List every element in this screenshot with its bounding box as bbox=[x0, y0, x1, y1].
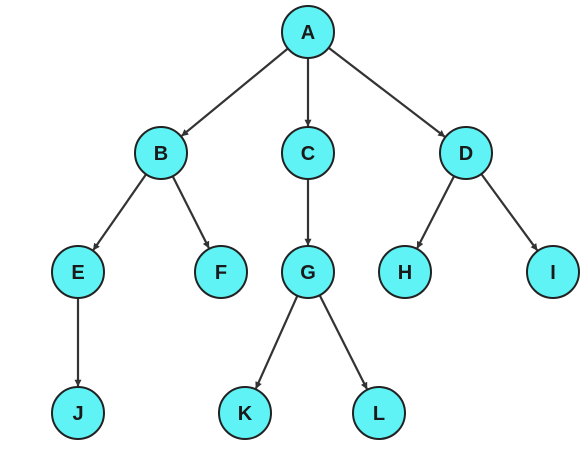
edge-d-h bbox=[416, 175, 456, 249]
node-b-label: B bbox=[154, 143, 168, 165]
node-e: E bbox=[51, 245, 105, 299]
node-h: H bbox=[378, 245, 432, 299]
node-g-circle bbox=[281, 245, 335, 299]
node-j-label: J bbox=[72, 403, 83, 425]
node-d-label: D bbox=[459, 143, 473, 165]
node-d: D bbox=[439, 126, 493, 180]
node-e-label: E bbox=[71, 262, 84, 284]
node-c-circle bbox=[281, 126, 335, 180]
node-g-label: G bbox=[300, 262, 316, 284]
node-k: K bbox=[218, 386, 272, 440]
node-k-label: K bbox=[238, 403, 253, 425]
node-h-circle bbox=[378, 245, 432, 299]
node-b: B bbox=[134, 126, 188, 180]
node-a-circle bbox=[281, 5, 335, 59]
node-e-circle bbox=[51, 245, 105, 299]
edge-a-b bbox=[181, 47, 289, 137]
node-k-circle bbox=[218, 386, 272, 440]
edge-g-l bbox=[318, 294, 368, 390]
node-f-circle bbox=[194, 245, 248, 299]
node-c: C bbox=[281, 126, 335, 180]
node-i-circle bbox=[526, 245, 580, 299]
node-c-label: C bbox=[301, 143, 315, 165]
edge-g-k bbox=[254, 295, 299, 389]
node-f-label: F bbox=[215, 262, 227, 284]
node-d-circle bbox=[439, 126, 493, 180]
node-g: G bbox=[281, 245, 335, 299]
edge-b-f bbox=[171, 175, 210, 249]
node-l: L bbox=[352, 386, 406, 440]
node-l-circle bbox=[352, 386, 406, 440]
node-f: F bbox=[194, 245, 248, 299]
node-i: I bbox=[526, 245, 580, 299]
node-l-label: L bbox=[373, 403, 385, 425]
nodes-layer: A B C D E F G H I J K L bbox=[51, 5, 580, 440]
node-j-circle bbox=[51, 386, 105, 440]
edge-a-d bbox=[327, 46, 446, 138]
node-a-label: A bbox=[301, 22, 315, 44]
node-a: A bbox=[281, 5, 335, 59]
edges-layer bbox=[74, 46, 538, 390]
edge-b-e bbox=[92, 173, 148, 251]
edge-d-i bbox=[480, 173, 538, 251]
node-j: J bbox=[51, 386, 105, 440]
node-b-circle bbox=[134, 126, 188, 180]
node-h-label: H bbox=[398, 262, 412, 284]
node-i-label: I bbox=[550, 262, 556, 284]
